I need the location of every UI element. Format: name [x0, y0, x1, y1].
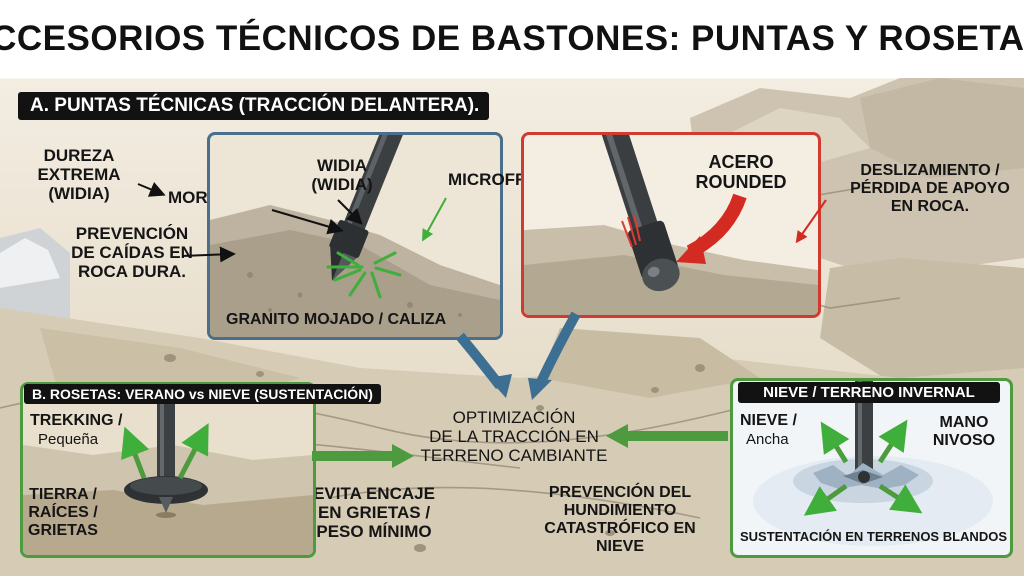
snow-basket-panel: [730, 378, 1013, 558]
page-title: ACCESORIOS TÉCNICOS DE BASTONES: PUNTAS …: [0, 19, 1024, 58]
rounded-steel-tip-icon: [524, 135, 818, 315]
pequena-label: Pequeña: [38, 431, 99, 448]
dureza-label: DUREZA EXTREMA (WIDIA): [37, 146, 121, 204]
granito-label: GRANITO MOJADO / CALIZA: [226, 311, 447, 328]
trekking-label: TREKKING /: [30, 412, 123, 429]
acero-label: ACERO ROUNDED: [695, 152, 787, 193]
prevencion-caidas-label: PREVENCIÓN DE CAÍDAS EN ROCA DURA.: [71, 224, 193, 282]
optimizacion-label: OPTIMIZACIÓN DE LA TRACCIÓN EN TERRENO C…: [420, 408, 608, 466]
evita-label: EVITA ENCAJE EN GRIETAS / PESO MÍNIMO: [313, 484, 435, 542]
nieve-label: NIEVE /: [740, 412, 797, 429]
widia-tip-panel: [207, 132, 503, 340]
section-a-heading: A. PUNTAS TÉCNICAS (TRACCIÓN DELANTERA).: [18, 92, 490, 120]
tierra-label: TIERRA / RAÍCES / GRIETAS: [28, 486, 98, 539]
section-c-heading: NIEVE / TERRENO INVERNAL: [738, 382, 1000, 403]
summer-basket-panel: [20, 382, 316, 558]
sustentacion-label: SUSTENTACIÓN EN TERRENOS BLANDOS: [740, 529, 1007, 544]
mano-nivoso-label: MANO NIVOSO: [932, 414, 996, 449]
small-basket-icon: [23, 385, 313, 555]
section-b-heading: B. ROSETAS: VERANO vs NIEVE (SUSTENTACIÓ…: [24, 384, 381, 404]
ancha-label: Ancha: [746, 431, 789, 448]
prevencion-hundimiento-label: PREVENCIÓN DEL HUNDIMIENTO CATASTRÓFICO …: [544, 484, 696, 555]
deslizamiento-label: DESLIZAMIENTO / PÉRDIDA DE APOYO EN ROCA…: [850, 162, 1010, 215]
widia-label: WIDIA (WIDIA): [311, 156, 373, 195]
widia-tip-icon: [210, 135, 500, 337]
